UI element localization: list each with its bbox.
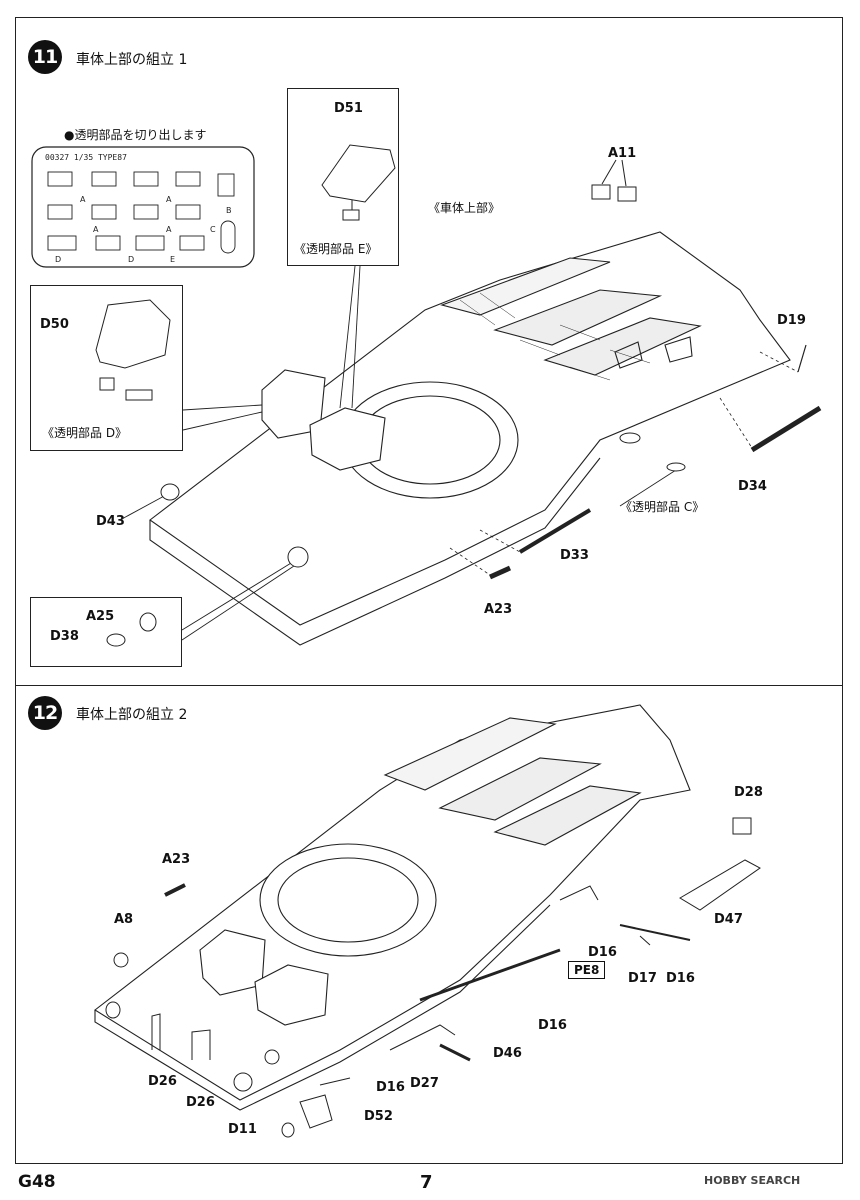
d51-part: [321, 144, 396, 221]
step-12-badge: 12: [28, 696, 62, 730]
sprue-letter: A: [93, 225, 99, 234]
part-d16-c-label: D16: [538, 1018, 567, 1033]
step-11-badge: 11: [28, 40, 62, 74]
round-parts-step11: [106, 432, 686, 647]
part-d50-label: D50: [40, 317, 69, 332]
hull-drawing-step11: [149, 231, 791, 646]
clear-parts-note: ●透明部品を切り出します: [64, 128, 207, 142]
part-d52-label: D52: [364, 1109, 393, 1124]
watermark: HOBBY SEARCH: [704, 1174, 801, 1187]
part-d33-label: D33: [560, 548, 589, 563]
page-number: 7: [420, 1172, 433, 1193]
sprue-letter: D: [128, 255, 134, 264]
d50-part: [95, 299, 171, 401]
sprue-letter: D: [55, 255, 61, 264]
clear-d-label: 《透明部品 D》: [42, 426, 128, 440]
page-code: G48: [18, 1172, 56, 1192]
part-d16-d-label: D16: [376, 1080, 405, 1095]
hull-drawing-step12: [94, 704, 691, 1111]
pe8-box: PE8: [568, 961, 606, 979]
part-a23-label-2: A23: [162, 852, 191, 867]
part-d16-b-label: D16: [666, 971, 695, 986]
page-frame: [15, 17, 843, 1164]
part-d26-b-label: D26: [186, 1095, 215, 1110]
sprue-letter: C: [210, 225, 216, 234]
a11-parts: [591, 159, 637, 202]
part-d16-a-label: D16: [588, 945, 617, 960]
part-d11-label: D11: [228, 1122, 257, 1137]
sprue-letter: B: [226, 206, 232, 215]
part-d38-label: D38: [50, 629, 79, 644]
parts-step12: [105, 817, 761, 1138]
step-divider: [15, 685, 843, 686]
rails-step11: [449, 344, 822, 580]
part-d46-label: D46: [493, 1046, 522, 1061]
step-12-title: 車体上部の組立 2: [76, 707, 188, 723]
part-a25-label: A25: [86, 609, 115, 624]
part-d19-label: D19: [777, 313, 806, 328]
step-11-title: 車体上部の組立 1: [76, 52, 188, 68]
part-d28-label: D28: [734, 785, 763, 800]
clear-sprue-drawing: 00327 1/35 TYPE87 A A A A B C D D E: [31, 146, 255, 268]
part-a11-label: A11: [608, 146, 637, 161]
a25-d38-callout-box: [30, 597, 182, 667]
sprue-letter: A: [80, 195, 86, 204]
part-d17-label: D17: [628, 971, 657, 986]
clear-e-label: 《透明部品 E》: [294, 242, 378, 256]
sprue-letter: A: [166, 225, 172, 234]
part-d43-label: D43: [96, 514, 125, 529]
part-d47-label: D47: [714, 912, 743, 927]
part-d26-a-label: D26: [148, 1074, 177, 1089]
leader-lines-step11: [119, 265, 677, 641]
sprue-header-text: 00327 1/35 TYPE87: [45, 153, 127, 162]
part-a23-label: A23: [484, 602, 513, 617]
part-d27-label: D27: [410, 1076, 439, 1091]
part-d34-label: D34: [738, 479, 767, 494]
sprue-letter: A: [166, 195, 172, 204]
part-d51-label: D51: [334, 101, 363, 116]
hull-label: 《車体上部》: [428, 201, 501, 215]
clear-c-label: 《透明部品 C》: [620, 500, 705, 514]
part-a8-top-label: A8: [114, 912, 134, 927]
sprue-letter: E: [170, 255, 175, 264]
